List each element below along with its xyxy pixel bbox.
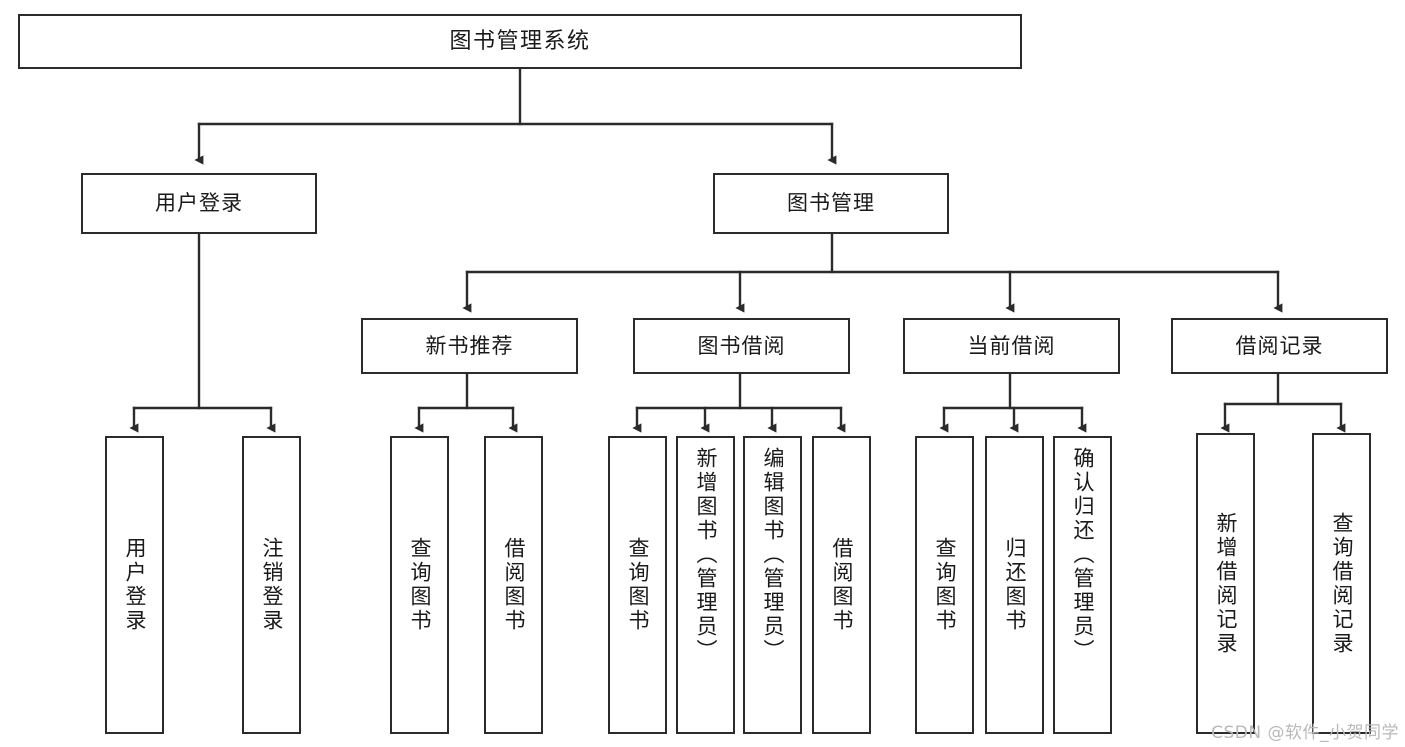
node-label: 用户登录: [155, 191, 243, 216]
leaf-label: 借阅图书: [502, 537, 526, 633]
leaf-edit-book-admin[interactable]: 编辑图书（管理员）: [743, 436, 802, 734]
node-book-management-system[interactable]: 图书管理系统: [18, 14, 1022, 69]
leaf-label: 查询图书: [626, 537, 650, 633]
leaf-query-borrow-record[interactable]: 查询借阅记录: [1312, 433, 1371, 734]
leaf-label: 确认归还（管理员）: [1071, 447, 1095, 663]
node-label: 借阅记录: [1235, 333, 1324, 358]
leaf-user-login[interactable]: 用户登录: [105, 436, 164, 734]
leaf-query-book-borrow[interactable]: 查询图书: [608, 436, 667, 734]
leaf-query-book-newbook[interactable]: 查询图书: [390, 436, 449, 734]
leaf-logout[interactable]: 注销登录: [242, 436, 301, 734]
node-label: 图书借阅: [697, 333, 786, 358]
leaf-label: 查询图书: [933, 537, 957, 633]
node-current-borrow[interactable]: 当前借阅: [903, 318, 1120, 374]
leaf-query-book-current[interactable]: 查询图书: [915, 436, 974, 734]
leaf-borrow-book[interactable]: 借阅图书: [812, 436, 871, 734]
node-label: 图书管理系统: [449, 28, 591, 54]
node-user-login[interactable]: 用户登录: [81, 173, 317, 234]
leaf-label: 归还图书: [1003, 537, 1027, 633]
leaf-label: 查询图书: [408, 537, 432, 633]
leaf-label: 新增借阅记录: [1214, 511, 1238, 656]
node-label: 新书推荐: [425, 333, 514, 358]
node-new-book-recommend[interactable]: 新书推荐: [361, 318, 578, 374]
leaf-add-book-admin[interactable]: 新增图书（管理员）: [676, 436, 735, 734]
node-label: 图书管理: [787, 191, 875, 216]
node-book-borrow[interactable]: 图书借阅: [633, 318, 850, 374]
leaf-label: 编辑图书（管理员）: [761, 447, 785, 663]
leaf-label: 借阅图书: [830, 537, 854, 633]
node-borrow-record[interactable]: 借阅记录: [1171, 318, 1388, 374]
leaf-label: 用户登录: [123, 537, 147, 633]
node-book-management[interactable]: 图书管理: [713, 173, 949, 234]
leaf-add-borrow-record[interactable]: 新增借阅记录: [1196, 433, 1255, 734]
leaf-label: 注销登录: [260, 537, 284, 633]
node-label: 当前借阅: [967, 333, 1056, 358]
leaf-label: 查询借阅记录: [1330, 511, 1354, 656]
leaf-borrow-book-newbook[interactable]: 借阅图书: [484, 436, 543, 734]
leaf-confirm-return-admin[interactable]: 确认归还（管理员）: [1053, 436, 1112, 734]
leaf-return-book[interactable]: 归还图书: [985, 436, 1044, 734]
leaf-label: 新增图书（管理员）: [694, 447, 718, 663]
